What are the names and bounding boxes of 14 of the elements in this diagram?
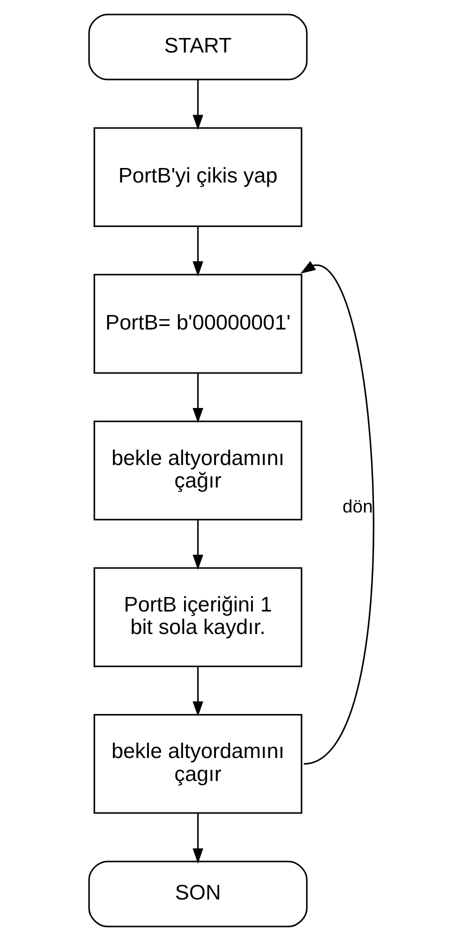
node-box: bekle altyordamını çagır xyxy=(93,714,302,814)
node-box: PortB içeriğini 1 bit sola kaydır. xyxy=(93,567,302,668)
edge-label: dön xyxy=(342,496,372,516)
node-box: PortB= b'00000001' xyxy=(93,274,302,374)
arrow xyxy=(192,373,203,424)
arrow xyxy=(192,80,203,130)
node-box: bekle altyordamını çağır xyxy=(93,420,302,520)
node-box: SON xyxy=(88,860,308,928)
node-box: START xyxy=(88,14,308,80)
arrow xyxy=(192,666,203,717)
arrow xyxy=(192,813,203,864)
arrow xyxy=(192,520,203,570)
arrow xyxy=(192,226,203,276)
node-box: PortB'yi çikis yap xyxy=(93,127,302,227)
